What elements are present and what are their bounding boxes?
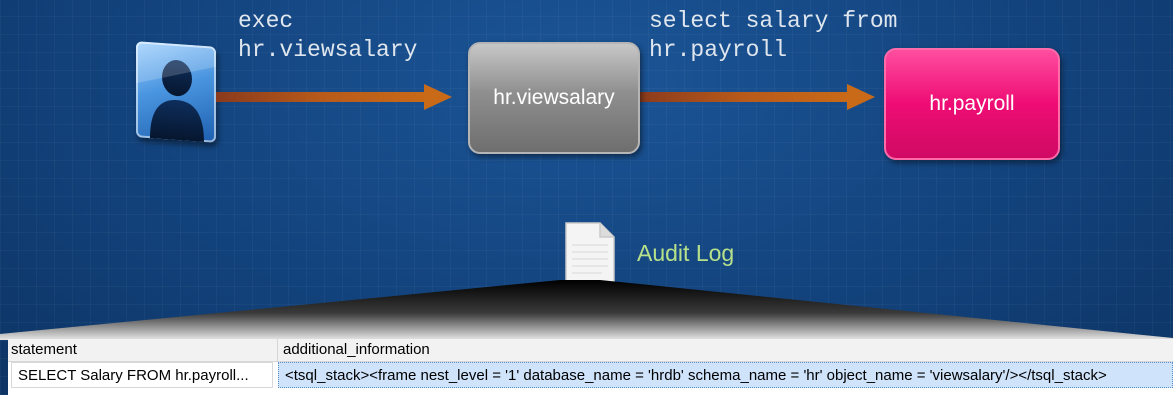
zoom-fan <box>0 280 1173 340</box>
select-query-line-2: hr.payroll <box>649 37 788 63</box>
table-node: hr.payroll <box>884 48 1060 160</box>
grid-header: statement additional_information <box>8 339 1173 362</box>
document-icon <box>565 222 615 284</box>
column-header-additional-information[interactable]: additional_information <box>283 341 430 358</box>
audit-results-grid: statement additional_information SELECT … <box>8 339 1173 395</box>
audit-log-label: Audit Log <box>637 240 735 266</box>
statement-cell[interactable]: SELECT Salary FROM hr.payroll... <box>11 362 273 388</box>
arrow-user-to-procedure <box>216 84 452 110</box>
select-query-line-1: select salary from <box>649 8 898 34</box>
procedure-node-label: hr.viewsalary <box>493 86 615 109</box>
exec-command-line-1: exec <box>238 8 294 34</box>
additional-information-cell[interactable]: <tsql_stack><frame nest_level = '1' data… <box>278 362 1173 388</box>
column-header-statement[interactable]: statement <box>11 341 77 358</box>
procedure-node: hr.viewsalary <box>468 42 640 154</box>
user-icon <box>136 41 216 143</box>
user-silhouette-icon <box>136 41 216 142</box>
column-divider[interactable] <box>277 339 278 361</box>
table-row[interactable]: SELECT Salary FROM hr.payroll... <tsql_s… <box>8 362 1173 395</box>
arrow-procedure-to-table <box>637 84 875 110</box>
exec-command-line-2: hr.viewsalary <box>238 37 418 63</box>
table-node-label: hr.payroll <box>929 92 1015 115</box>
